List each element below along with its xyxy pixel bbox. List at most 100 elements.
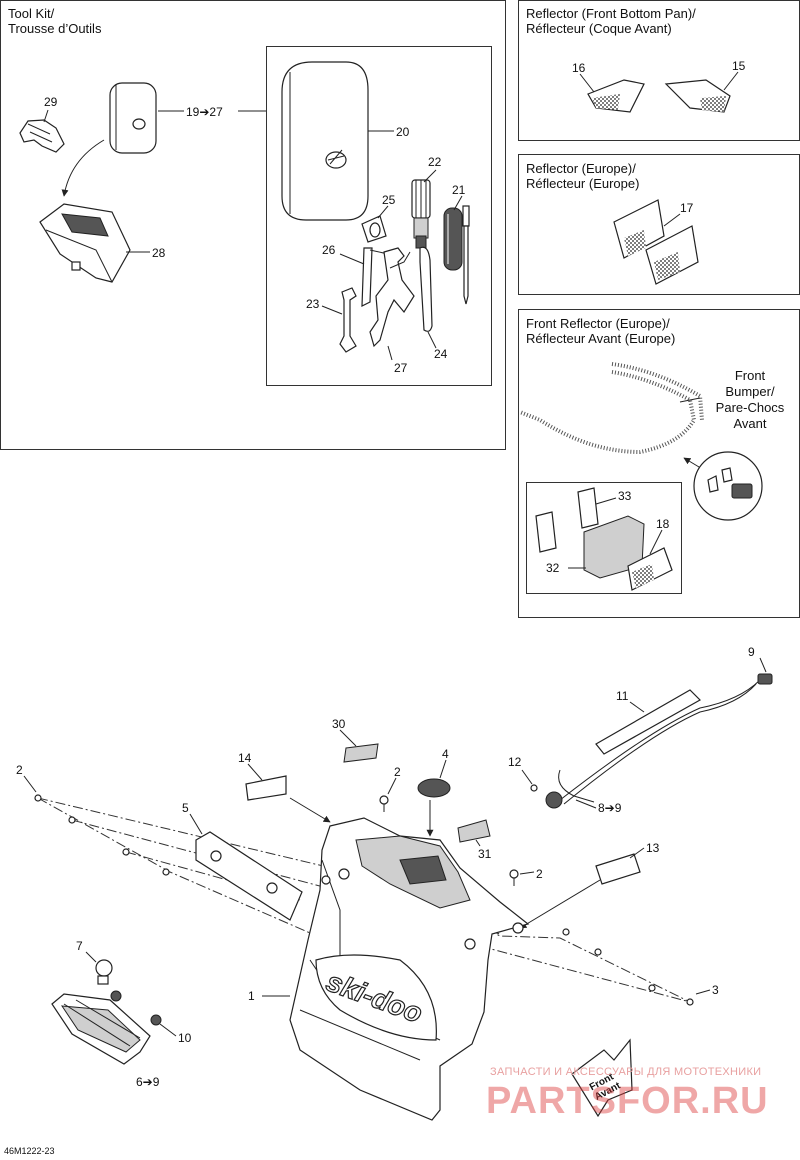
- reflector-front-bottom-title-line1: Reflector (Front Bottom Pan)/: [526, 6, 696, 21]
- screw-2b-part: [509, 869, 519, 886]
- leader-2b: [387, 777, 397, 795]
- callout-22: 22: [428, 155, 442, 169]
- front-reflector-europe-title-line2: Réflecteur Avant (Europe): [526, 331, 676, 346]
- spanner-27-part: [369, 247, 415, 348]
- callout-2a: 2: [16, 763, 23, 777]
- callout-2c: 2: [536, 867, 543, 881]
- band-24-part: [419, 246, 433, 332]
- reflector-europe-illustration: [613, 199, 699, 285]
- watermark-caption: ЗАПЧАСТИ И АКСЕССУАРЫ ДЛЯ МОТОТЕХНИКИ: [490, 1066, 762, 1078]
- leader-29: [43, 109, 49, 123]
- wrench-23-part: [339, 287, 357, 353]
- leader-15: [723, 71, 739, 91]
- leader-24: [427, 331, 437, 349]
- callout-29: 29: [44, 95, 58, 109]
- callout-4: 4: [442, 747, 449, 761]
- callout-33: 33: [618, 489, 632, 503]
- callout-21: 21: [452, 183, 466, 197]
- leader-31: [475, 839, 481, 847]
- side-panel-5-part: [195, 831, 303, 921]
- tool-kit-title-line1: Tool Kit/: [8, 6, 55, 21]
- front-reflector-europe-illustration: [519, 362, 763, 591]
- leader-3: [695, 989, 711, 995]
- decal-30-part: [343, 743, 379, 763]
- tool-bag-20-part: [281, 61, 369, 221]
- nose-pan-1-part: [289, 817, 530, 1121]
- main-assembly-illustration: ski-doo: [23, 657, 773, 1121]
- reflector-europe-title: Reflector (Europe)/ Réflecteur (Europe): [526, 161, 639, 191]
- callout-32: 32: [546, 561, 560, 575]
- callout-30: 30: [332, 717, 346, 731]
- callout-6-9: 6➔9: [136, 1075, 160, 1089]
- harness-9-part: [559, 679, 761, 801]
- callout-3: 3: [712, 983, 719, 997]
- reflector-front-bottom-title: Reflector (Front Bottom Pan)/ Réflecteur…: [526, 6, 696, 36]
- bumper-detail-circle: [693, 451, 763, 521]
- clip-29-part: [19, 119, 65, 153]
- bumper-label-line1: Front: [735, 368, 766, 383]
- callout-26: 26: [322, 243, 336, 257]
- tool-kit-panel: [0, 0, 506, 450]
- front-bumper-label: Front Bumper/ Pare-Chocs Avant: [716, 368, 785, 431]
- reflector-front-bottom-title-line2: Réflecteur (Coque Avant): [526, 21, 672, 36]
- callout-11: 11: [616, 689, 629, 703]
- tool-kit-title-line2: Trousse d’Outils: [8, 21, 102, 36]
- callout-1: 1: [248, 989, 255, 1003]
- bracket-part: [535, 511, 557, 553]
- leader-16: [579, 73, 595, 93]
- callout-15: 15: [732, 59, 746, 73]
- light-socket-8-part: [530, 769, 595, 809]
- callout-numbers: 29 19➔27 20 28 22 25 21 26 23 24 27 16 1…: [16, 59, 755, 1089]
- decal-31-part: [457, 819, 491, 843]
- callout-31: 31: [478, 847, 492, 861]
- reflector-front-bottom-illustration: [579, 71, 739, 113]
- nut-10-part: [150, 1014, 162, 1026]
- headlight-6-part: [51, 993, 151, 1065]
- tool-kit-inner-frame: [266, 46, 492, 386]
- nut-part: [110, 990, 122, 1002]
- arrow-to-holder: [61, 139, 105, 197]
- tool-kit-illustration: [19, 61, 470, 361]
- leader-13: [629, 847, 645, 859]
- leader-25: [377, 205, 389, 219]
- screw-2a-part: [379, 795, 389, 812]
- leader-18: [649, 529, 663, 555]
- reflector-europe-title-line1: Reflector (Europe)/: [526, 161, 636, 176]
- callout-13: 13: [646, 841, 660, 855]
- leader-7: [85, 951, 97, 963]
- front-avant-arrow: [571, 1038, 633, 1118]
- callout-12: 12: [508, 755, 522, 769]
- leader-21: [453, 195, 463, 211]
- leader-22: [423, 169, 437, 183]
- decal-14-part: [245, 775, 287, 801]
- callout-20: 20: [396, 125, 410, 139]
- callout-9: 9: [748, 645, 755, 659]
- callout-25: 25: [382, 193, 396, 207]
- bumper-leader: [679, 397, 701, 403]
- callout-17: 17: [680, 201, 694, 215]
- front-reflector-europe-title-line1: Front Reflector (Europe)/: [526, 316, 670, 331]
- strip-11-part: [595, 689, 701, 755]
- callout-27: 27: [394, 361, 408, 375]
- holder-28-part: [39, 203, 131, 283]
- callout-8-9: 8➔9: [598, 801, 622, 815]
- decal-13-part: [595, 853, 641, 885]
- callout-19-27: 19➔27: [186, 105, 223, 119]
- bulb-7-part: [95, 959, 113, 985]
- callout-10: 10: [178, 1031, 192, 1045]
- screwdriver-21-part: [443, 205, 470, 305]
- callout-28: 28: [152, 246, 166, 260]
- callout-5: 5: [182, 801, 189, 815]
- tool-bag-small-part: [109, 82, 157, 154]
- leader-26: [339, 253, 365, 265]
- sleeve-25-part: [361, 215, 387, 243]
- leader-5: [189, 813, 203, 835]
- leader-27: [387, 345, 393, 361]
- callout-23: 23: [306, 297, 320, 311]
- leader-9: [759, 657, 767, 673]
- reflector-europe-title-line2: Réflecteur (Europe): [526, 176, 640, 191]
- front-reflector-detail-frame: [526, 482, 682, 594]
- leader-17: [663, 213, 681, 227]
- leader-8-9: [575, 799, 597, 809]
